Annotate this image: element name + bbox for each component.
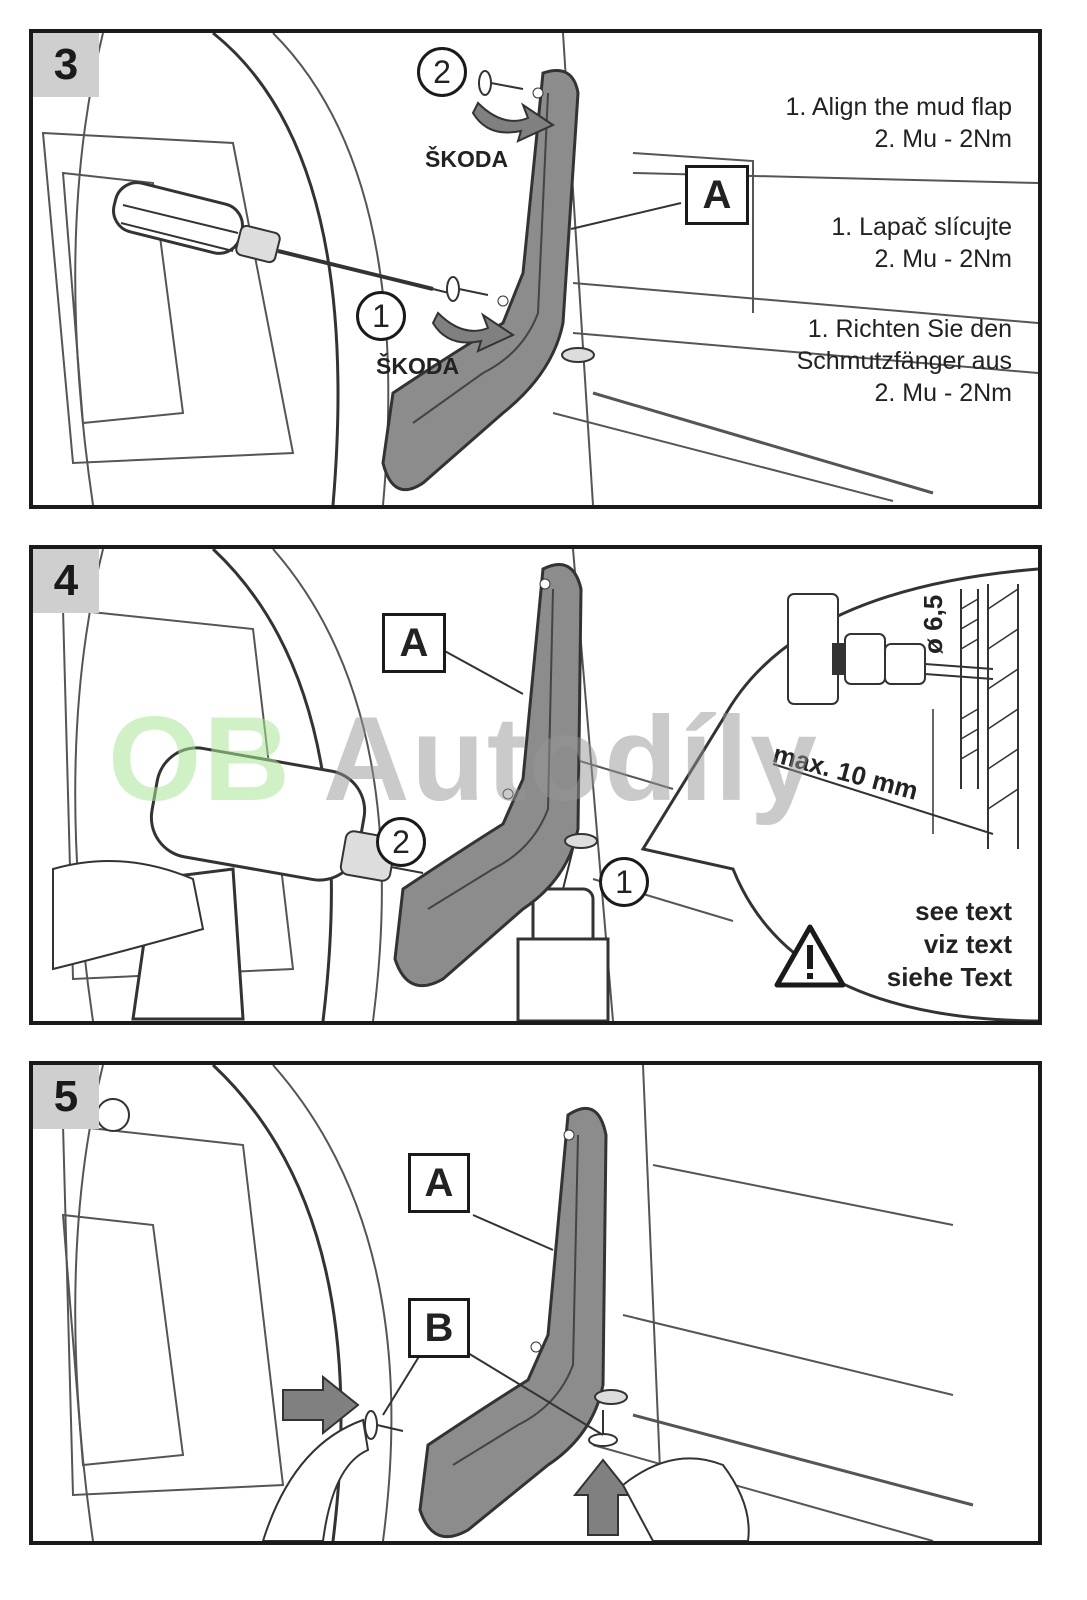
step-4-illustration: [52, 549, 1038, 1021]
step-4-panel: 4: [29, 545, 1042, 1025]
mud-flap-part: [418, 1106, 608, 1539]
step-marker-1: 1: [356, 291, 406, 341]
instruction-line: 2. Mu - 2Nm: [874, 379, 1012, 407]
mud-flap-part: [393, 563, 583, 988]
instruction-line: 1. Richten Sie den: [807, 315, 1012, 343]
instruction-line: 1. Align the mud flap: [785, 93, 1012, 121]
see-text-note: see text viz text siehe Text: [887, 895, 1012, 994]
part-callout-a: A: [685, 165, 749, 225]
hole-diameter-label: ø 6,5: [918, 594, 948, 654]
brand-label: ŠKODA: [425, 146, 509, 172]
step-5-panel: 5: [29, 1061, 1042, 1545]
step-number-badge: 4: [33, 549, 99, 613]
warning-triangle-icon: [774, 924, 846, 988]
step-5-illustration: [61, 1065, 974, 1541]
part-callout-a: A: [382, 613, 446, 673]
step-marker-1: 1: [599, 857, 649, 907]
step-3-illustration: [41, 33, 1038, 505]
note-line: see text: [915, 896, 1012, 926]
brand-label: ŠKODA: [376, 353, 460, 379]
instruction-line: 1. Lapač slícujte: [831, 213, 1012, 241]
instruction-de: 1. Richten Sie den Schmutzfänger aus 2. …: [797, 313, 1012, 409]
instruction-line: 2. Mu - 2Nm: [874, 245, 1012, 273]
step-number-badge: 3: [33, 33, 99, 97]
part-callout-b: B: [408, 1298, 470, 1358]
instruction-cs: 1. Lapač slícujte 2. Mu - 2Nm: [831, 211, 1012, 275]
arrow-icon: [431, 101, 556, 353]
instruction-line: Schmutzfänger aus: [796, 347, 1012, 375]
step-number-badge: 5: [33, 1065, 99, 1129]
note-line: viz text: [923, 929, 1012, 959]
screwdriver-icon: [112, 181, 454, 295]
step-marker-2: 2: [417, 47, 467, 97]
mud-flap-part: [381, 69, 580, 492]
arrow-icon: [282, 1374, 634, 1536]
part-callout-a: A: [408, 1153, 470, 1213]
step-marker-2: 2: [376, 817, 426, 867]
step-3-panel: 3: [29, 29, 1042, 509]
note-line: siehe Text: [886, 962, 1012, 992]
instruction-en: 1. Align the mud flap 2. Mu - 2Nm: [785, 91, 1012, 155]
instruction-line: 2. Mu - 2Nm: [874, 125, 1012, 153]
